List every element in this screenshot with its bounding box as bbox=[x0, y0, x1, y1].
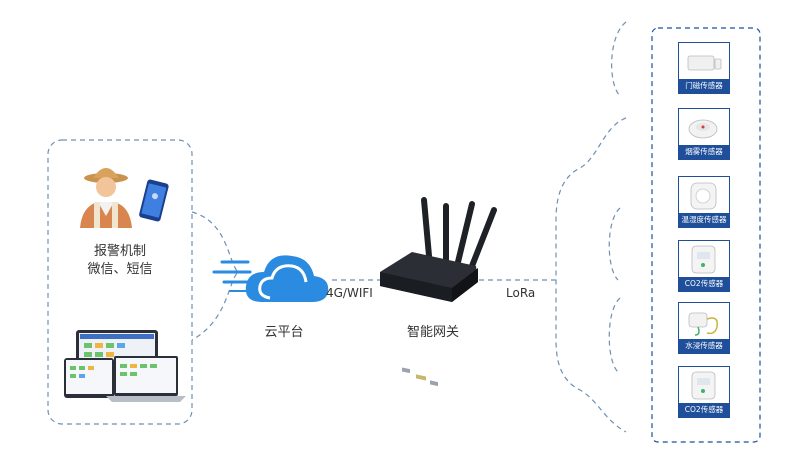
farmer-icon bbox=[80, 168, 132, 228]
sensor-card-temp-humidity: 温湿度传感器 bbox=[678, 176, 730, 228]
sensor-label: CO2传感器 bbox=[679, 403, 729, 417]
door-sensor-icon bbox=[687, 55, 722, 71]
devices-icon bbox=[64, 330, 186, 402]
sensor-card-co2-2: CO2传感器 bbox=[678, 366, 730, 418]
co2-sensor-icon bbox=[691, 245, 716, 274]
sensor-group-box bbox=[651, 27, 761, 443]
gateway-label: 智能网关 bbox=[406, 325, 460, 340]
gateway-link-label: LoRa bbox=[506, 286, 536, 300]
alarm-group-box bbox=[47, 139, 193, 425]
alarm-connector bbox=[191, 211, 239, 341]
alarm-subtitle: 微信、短信 bbox=[87, 262, 153, 277]
co2-sensor-icon bbox=[691, 371, 716, 400]
sensor-card-smoke: 烟雾传感器 bbox=[678, 108, 730, 160]
sensor-card-door: 门磁传感器 bbox=[678, 42, 730, 94]
sensor-card-water-leak: 水浸传感器 bbox=[678, 302, 730, 354]
sensor-label: 水浸传感器 bbox=[679, 339, 729, 353]
water-leak-sensor-icon bbox=[688, 312, 719, 336]
sensor-label: 门磁传感器 bbox=[679, 79, 729, 93]
sensor-label: 温湿度传感器 bbox=[679, 213, 729, 227]
cloud-icon bbox=[212, 255, 329, 302]
sensor-label: CO2传感器 bbox=[679, 277, 729, 291]
sensor-card-co2: CO2传感器 bbox=[678, 240, 730, 292]
alarm-title: 报警机制 bbox=[93, 244, 147, 259]
smoke-sensor-icon bbox=[688, 119, 718, 139]
cloud-label: 云平台 bbox=[264, 325, 304, 340]
phone-icon bbox=[139, 179, 169, 222]
gateway-icon bbox=[380, 197, 497, 387]
sensor-label: 烟雾传感器 bbox=[679, 145, 729, 159]
sensor-brace bbox=[555, 21, 627, 433]
cloud-link-label: 4G/WIFI bbox=[326, 286, 373, 300]
temp-humidity-sensor-icon bbox=[690, 182, 717, 210]
